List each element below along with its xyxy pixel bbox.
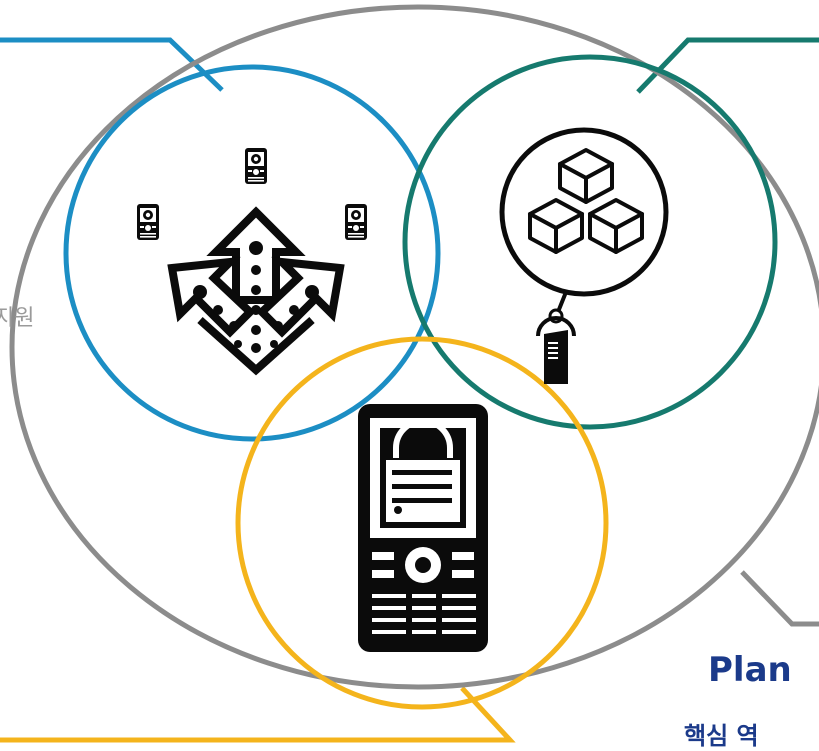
phone-distribution-arrows-icon	[137, 148, 367, 376]
server-cubes-network-icon	[499, 127, 669, 384]
teal-circle	[402, 54, 778, 430]
plan-title: Plan	[708, 650, 792, 690]
gray-callout-line	[740, 570, 819, 627]
locked-mobile-phone-icon	[358, 404, 488, 652]
teal-callout-line	[636, 37, 819, 94]
gold-callout-line	[0, 686, 516, 743]
left-text-fragment: 지원	[0, 306, 35, 331]
gold-circle	[235, 336, 609, 710]
blue-circle	[63, 64, 441, 442]
plan-subtitle: 핵심 역	[684, 722, 759, 750]
outer-ring	[9, 4, 819, 690]
